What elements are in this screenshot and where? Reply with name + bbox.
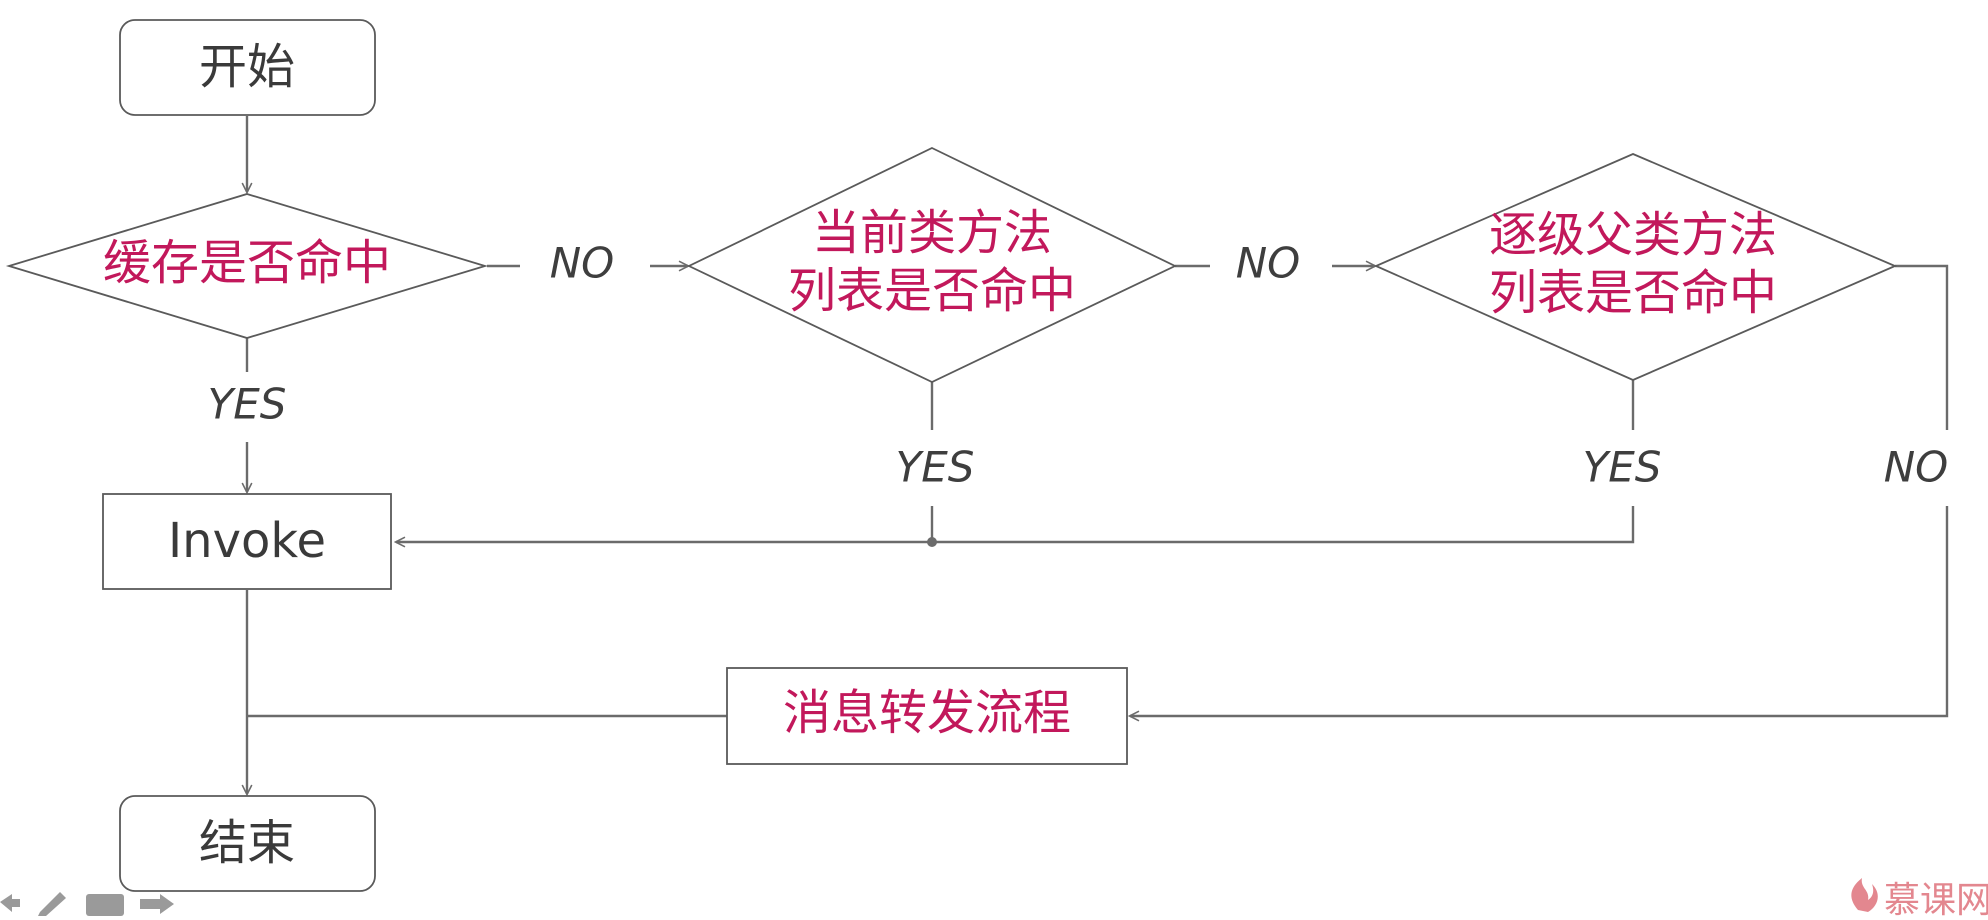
next-slide-icon[interactable] xyxy=(140,894,174,914)
edge-parent-no xyxy=(1895,264,1949,430)
invoke-label: Invoke xyxy=(168,513,326,569)
cache-yes-label: YES xyxy=(208,380,287,429)
cache-no-label: NO xyxy=(550,239,614,288)
forwarding-node xyxy=(726,667,1128,765)
presentation-toolbar xyxy=(0,892,174,916)
edge-parent-no-lower xyxy=(1130,506,1949,716)
current-class-label-line1: 当前类方法 xyxy=(812,205,1052,261)
start-node xyxy=(119,19,376,116)
end-label: 结束 xyxy=(199,815,295,871)
end-node xyxy=(119,795,376,892)
current-class-label-line2: 列表是否命中 xyxy=(788,263,1076,319)
current-no-label: NO xyxy=(1236,239,1300,288)
flame-icon xyxy=(1851,878,1878,912)
menu-icon[interactable] xyxy=(86,894,124,916)
parent-class-decision xyxy=(1373,153,1898,381)
parent-class-label-line2: 列表是否命中 xyxy=(1489,265,1777,321)
watermark: 慕课网 xyxy=(1851,878,1988,920)
forwarding-label: 消息转发流程 xyxy=(783,685,1071,741)
cache-hit-decision xyxy=(5,193,489,339)
watermark-text: 慕课网 xyxy=(1884,880,1988,916)
parent-class-label-line1: 逐级父类方法 xyxy=(1489,207,1777,263)
current-class-decision xyxy=(686,146,1178,383)
junction-dot xyxy=(927,537,937,547)
parent-yes-label: YES xyxy=(1583,443,1662,492)
prev-slide-icon[interactable] xyxy=(0,894,20,912)
start-label: 开始 xyxy=(199,39,295,95)
current-yes-label: YES xyxy=(896,443,975,492)
pen-icon[interactable] xyxy=(38,892,66,916)
cache-hit-label: 缓存是否命中 xyxy=(103,235,391,291)
edge-parent-yes-join xyxy=(396,506,1635,542)
parent-no-label: NO xyxy=(1884,443,1948,492)
invoke-node xyxy=(102,493,392,590)
